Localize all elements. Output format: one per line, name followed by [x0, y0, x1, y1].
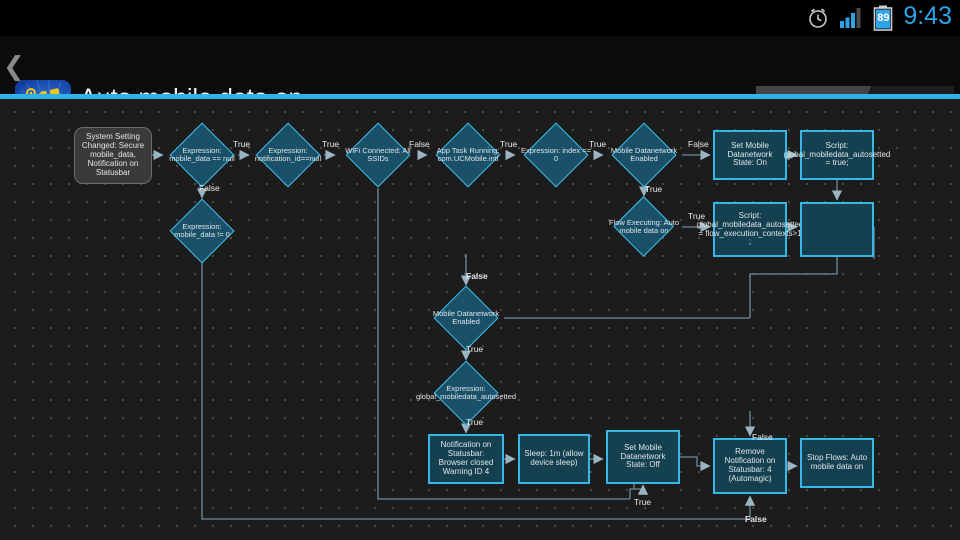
back-chevron-icon[interactable]: ❮ — [3, 51, 25, 81]
flow-node-action[interactable]: Script: global_mobiledata_autosetted = t… — [784, 130, 890, 180]
flow-node-label: Stop Flows: Auto mobile data on — [806, 453, 868, 471]
flow-node-action[interactable] — [800, 202, 874, 257]
flow-node-action[interactable]: Set Mobile Datanetwork State: On — [713, 130, 787, 180]
flow-canvas[interactable]: System Setting Changed: Secure mobile_da… — [0, 99, 960, 540]
flow-node-label: Sleep: 1m (allow device sleep) — [524, 449, 584, 467]
flow-node-label: Mobile Datanetwork Enabled — [432, 308, 500, 326]
flow-edge-label: False — [752, 432, 773, 442]
flow-node-label: Script: global_mobiledata_autosetted = t… — [783, 140, 891, 168]
title-bar: ❮ — [0, 36, 960, 132]
flow-node-label: Flow Executing: Auto mobile data on — [608, 217, 680, 235]
flow-node-condition[interactable]: WiFi Connected: All SSIDs — [338, 122, 418, 188]
status-bar: 89 9:43 — [0, 0, 960, 36]
flow-edge-label: True — [589, 139, 607, 149]
flow-node-label: Notification on Statusbar: Browser close… — [438, 440, 494, 476]
accent-divider — [0, 94, 960, 99]
flow-node-label: Expression: mobile_data == null — [169, 145, 235, 163]
flow-node-action[interactable]: Sleep: 1m (allow device sleep) — [518, 434, 590, 484]
flow-edge-label: True — [466, 344, 484, 354]
flow-node-label: WiFi Connected: All SSIDs — [345, 145, 411, 163]
flow-edge-label: False — [688, 139, 709, 149]
flow-node-condition[interactable]: App Task Running: com.UCMobile.intl — [430, 122, 506, 188]
flow-node-action[interactable]: Set Mobile Datanetwork State: Off — [606, 430, 680, 484]
flow-node-label: Script: global_mobiledata_autosetted = f… — [696, 210, 804, 247]
flow-node-label: Expression: notification_id==null — [254, 145, 322, 163]
flow-node-action[interactable]: Script: global_mobiledata_autosetted = f… — [697, 202, 803, 257]
flow-node-condition[interactable]: Expression: index == 0 — [518, 122, 594, 188]
flow-edge-label: True — [466, 417, 484, 427]
status-bar-icons: 89 9:43 — [806, 0, 952, 36]
flow-node-condition[interactable]: Expression: global_mobiledata_autosetted — [415, 360, 517, 426]
flow-node-label: Set Mobile Datanetwork State: On — [727, 140, 773, 168]
status-bar-clock: 9:43 — [903, 2, 952, 30]
flow-node-condition[interactable]: Mobile Datanetwork Enabled — [428, 285, 504, 351]
battery-icon: 89 — [872, 5, 894, 31]
flow-connectors — [152, 149, 875, 520]
flow-edge-label: True — [645, 184, 663, 194]
flow-node-condition[interactable]: Expression: notification_id==null — [252, 122, 324, 188]
flow-node-label: Mobile Datanetwork Enabled — [610, 145, 678, 163]
battery-level-text: 89 — [877, 12, 890, 24]
flow-node-condition[interactable]: Mobile Datanetwork Enabled — [606, 122, 682, 188]
flow-edge-label: True — [634, 497, 652, 507]
flow-edge-label: False — [409, 139, 430, 149]
flow-edge-label: True — [233, 139, 251, 149]
flow-node-action[interactable]: Stop Flows: Auto mobile data on — [800, 438, 874, 488]
flow-node-label: Remove Notification on Statusbar: 4 (Aut… — [724, 447, 776, 483]
flow-node-condition[interactable]: Flow Executing: Auto mobile data on — [606, 196, 682, 258]
flow-node-label: System Setting Changed: Secure mobile_da… — [81, 132, 145, 177]
signal-bars-icon — [840, 8, 861, 28]
flow-node-label: App Task Running: com.UCMobile.intl — [436, 145, 500, 163]
flow-edge-label: False — [745, 514, 767, 524]
alarm-clock-icon — [809, 8, 828, 28]
flow-node-label: Expression: index == 0 — [520, 145, 592, 163]
flow-node-action[interactable]: Remove Notification on Statusbar: 4 (Aut… — [713, 438, 787, 494]
flow-node-action[interactable]: Notification on Statusbar: Browser close… — [428, 434, 504, 484]
flow-node-label: Expression: mobile_data != 0 — [174, 221, 230, 239]
flow-edge-label: True — [688, 211, 706, 221]
flow-node-condition[interactable]: Expression: mobile_data == null — [166, 122, 238, 188]
flow-node-label: Expression: global_mobiledata_autosetted — [415, 383, 517, 401]
flow-node-condition[interactable]: Expression: mobile_data != 0 — [166, 198, 238, 264]
flow-node-trigger[interactable]: System Setting Changed: Secure mobile_da… — [74, 127, 152, 184]
flow-edge-label: True — [322, 139, 340, 149]
flow-edge-label: True — [500, 139, 518, 149]
flow-edge-label: False — [199, 183, 220, 193]
flow-node-label: Set Mobile Datanetwork State: Off — [620, 442, 666, 470]
flow-edge-label: False — [466, 271, 488, 281]
